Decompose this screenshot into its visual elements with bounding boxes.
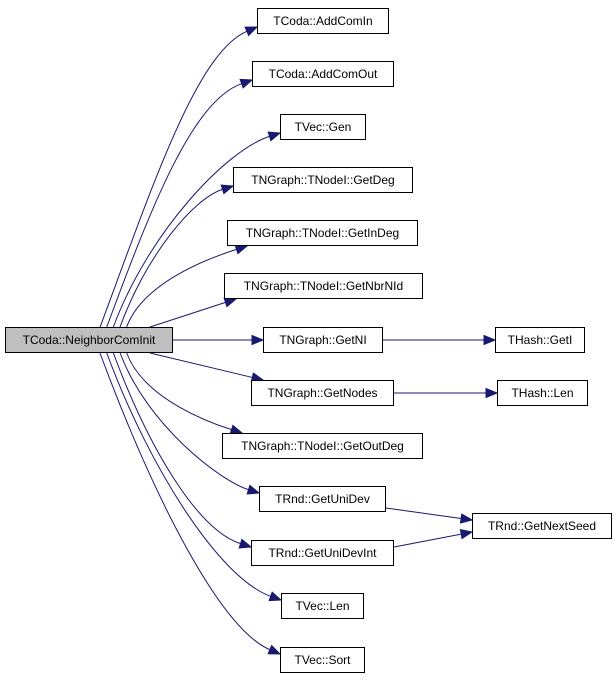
- node-tnodei-getindeg[interactable]: TNGraph::TNodeI::GetInDeg: [227, 220, 418, 246]
- node-tngraph-getnodes[interactable]: TNGraph::GetNodes: [251, 380, 394, 406]
- node-tvec-len[interactable]: TVec::Len: [281, 593, 364, 619]
- node-trnd-getunidevint[interactable]: TRnd::GetUniDevInt: [251, 540, 394, 566]
- edge-arrowhead: [238, 538, 253, 549]
- edge-root-to-getindeg: [126, 248, 237, 328]
- node-tngraph-getni[interactable]: TNGraph::GetNI: [263, 327, 383, 353]
- edge-root-to-tvec_len: [106, 352, 271, 597]
- edge-arrowhead: [267, 131, 282, 142]
- edge-arrowhead: [239, 78, 254, 89]
- edge-arrowhead: [483, 334, 497, 346]
- node-tvec-gen[interactable]: TVec::Gen: [280, 114, 366, 140]
- node-trnd-getnextseed[interactable]: TRnd::GetNextSeed: [472, 513, 612, 539]
- edge-root-to-getnbrnid: [149, 301, 226, 328]
- edge-arrowhead: [485, 387, 499, 399]
- edge-root-to-tvec_gen: [112, 135, 270, 328]
- node-tnodei-getdeg[interactable]: TNGraph::TNodeI::GetDeg: [233, 167, 413, 193]
- edge-root-to-getdeg: [119, 188, 223, 328]
- edge-getunidev-to-getnextseed: [385, 507, 462, 519]
- node-trnd-getunidev[interactable]: TRnd::GetUniDev: [259, 486, 386, 512]
- node-tnodei-getnbrnid[interactable]: TNGraph::TNodeI::GetNbrNId: [224, 273, 423, 299]
- edge-root-to-addcomin: [99, 30, 248, 328]
- edge-root-to-getunidev: [119, 352, 249, 491]
- edge-arrowhead: [244, 26, 259, 37]
- node-root-tcoda-neighborcominit: TCoda::NeighborComInit: [5, 327, 173, 353]
- node-tnodei-getoutdeg[interactable]: TNGraph::TNodeI::GetOutDeg: [222, 433, 423, 459]
- node-tcoda-addcomin[interactable]: TCoda::AddComIn: [257, 8, 389, 34]
- edge-arrowhead: [459, 513, 474, 524]
- edge-root-to-getnodes: [149, 352, 253, 378]
- edge-arrowhead: [267, 644, 282, 655]
- edge-arrowhead: [459, 529, 474, 540]
- node-thash-len[interactable]: THash::Len: [497, 380, 588, 406]
- edge-arrowhead: [246, 484, 261, 495]
- edge-arrowhead: [220, 184, 235, 195]
- node-tvec-sort[interactable]: TVec::Sort: [280, 647, 365, 673]
- edge-root-to-getunidevint: [112, 352, 241, 545]
- node-tcoda-addcomout[interactable]: TCoda::AddComOut: [252, 61, 394, 87]
- edge-getunidevint-to-getnextseed: [393, 533, 462, 548]
- edge-arrowhead: [268, 591, 283, 602]
- edge-root-to-getoutdeg: [126, 352, 232, 431]
- edge-root-to-addcomout: [106, 83, 242, 328]
- edge-root-to-tvec_sort: [99, 352, 271, 651]
- node-thash-geti[interactable]: THash::GetI: [495, 327, 585, 353]
- edge-arrowhead: [234, 244, 249, 255]
- edge-arrowhead: [251, 334, 265, 346]
- edge-arrowhead: [223, 297, 238, 308]
